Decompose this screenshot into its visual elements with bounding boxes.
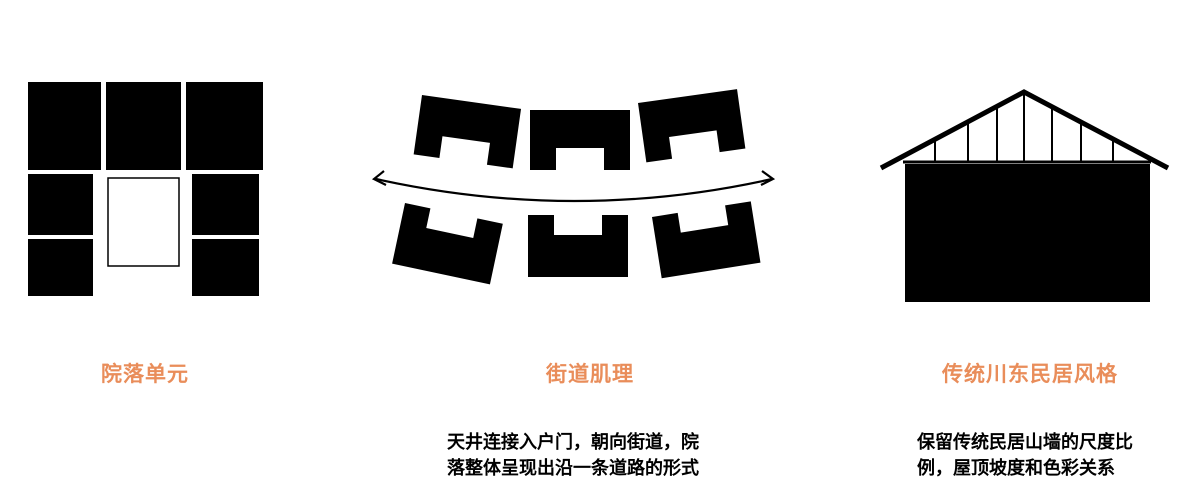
building-block xyxy=(28,174,93,235)
street-texture-plan-icon xyxy=(371,89,776,285)
courtyard-unit-plan-icon xyxy=(28,82,263,296)
building-block xyxy=(413,95,522,169)
building-block xyxy=(186,82,263,170)
panel-title-street-texture: 街道肌理 xyxy=(546,361,634,386)
building-block xyxy=(528,215,628,277)
description-line: 例，屋顶坡度和色彩关系 xyxy=(917,458,1115,479)
house-wall xyxy=(905,164,1150,302)
roof-line xyxy=(879,89,1170,171)
gable-house-elevation-icon xyxy=(879,89,1170,302)
building-block xyxy=(530,110,630,170)
panel-description-street-texture: 天井连接入户门，朝向街道，院 落整体呈现出沿一条道路的形式 xyxy=(447,430,747,482)
description-line: 天井连接入户门，朝向街道，院 xyxy=(447,432,699,453)
building-block xyxy=(192,174,259,235)
street-curve xyxy=(375,177,773,203)
panel-title-courtyard-unit: 院落单元 xyxy=(101,361,189,386)
building-block xyxy=(28,82,101,170)
building-block xyxy=(392,203,503,285)
building-block xyxy=(652,201,761,279)
panel-description-house-style: 保留传统民居山墙的尺度比 例，屋顶坡度和色彩关系 xyxy=(917,430,1167,482)
courtyard-space xyxy=(107,177,180,267)
arrow-left-icon xyxy=(371,170,387,186)
building-block xyxy=(638,89,746,163)
building-block xyxy=(106,82,181,170)
building-block xyxy=(28,239,93,296)
description-line: 保留传统民居山墙的尺度比 xyxy=(917,432,1133,453)
description-line: 落整体呈现出沿一条道路的形式 xyxy=(447,458,699,479)
panel-title-house-style: 传统川东民居风格 xyxy=(942,361,1118,386)
arrow-right-icon xyxy=(760,170,776,186)
building-block xyxy=(192,239,259,296)
